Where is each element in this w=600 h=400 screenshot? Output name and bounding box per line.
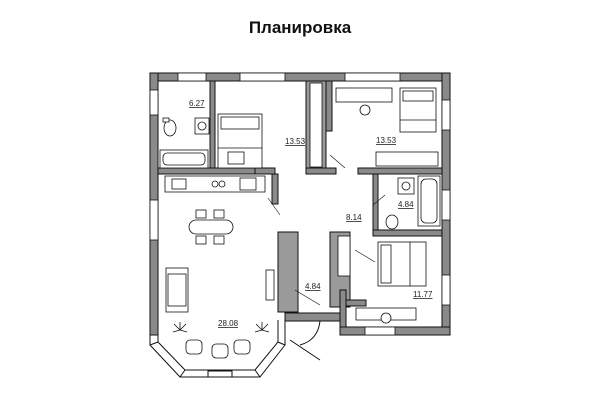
area-label-corridor: 4.84	[305, 282, 321, 291]
windows	[149, 72, 451, 336]
area-label-hallway: 8.14	[346, 213, 362, 222]
door-swings	[267, 154, 386, 306]
area-label-bathroom-right: 4.84	[398, 200, 414, 209]
entrance	[284, 312, 341, 361]
plant-icons	[172, 322, 270, 333]
area-label-bathroom-top: 6.27	[189, 99, 205, 108]
area-label-bedroom-right: 13.53	[376, 136, 397, 145]
furniture	[159, 82, 441, 359]
bay-window	[149, 320, 286, 378]
area-label-bedroom-bottom-right: 11.77	[413, 290, 433, 299]
area-label-bedroom-center: 13.53	[285, 137, 306, 146]
room-area-labels: 6.27 13.53 13.53 4.84 8.14 4.84 11.77 28…	[189, 99, 433, 328]
page-title: Планировка	[248, 18, 352, 37]
area-label-living-kitchen: 28.08	[218, 319, 239, 328]
